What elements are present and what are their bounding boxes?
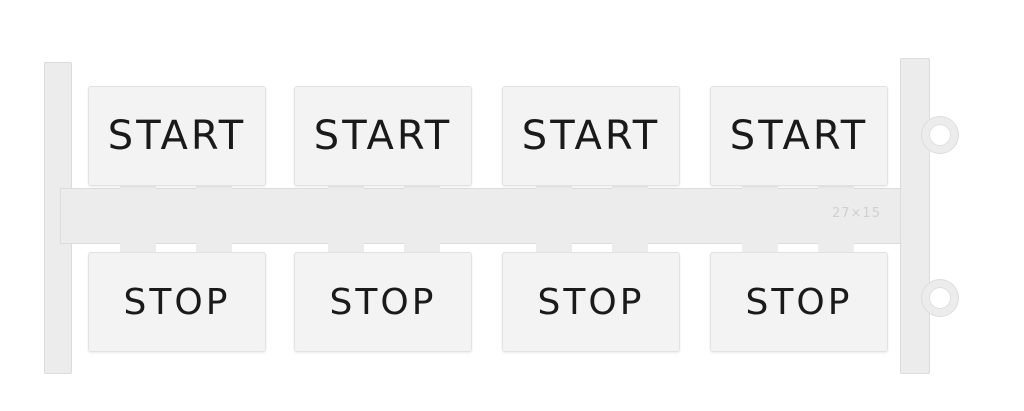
tag-text: START: [313, 113, 453, 159]
stop-label-tag: STOP: [502, 252, 680, 352]
tag-text: START: [729, 113, 869, 159]
connector: [818, 240, 854, 254]
right-rail: [900, 58, 930, 374]
tag-text: STOP: [329, 281, 437, 323]
stop-label-tag: STOP: [710, 252, 888, 352]
connector: [742, 240, 778, 254]
tag-text: STOP: [123, 281, 231, 323]
tag-text: START: [521, 113, 661, 159]
connector: [404, 240, 440, 254]
start-label-tag: START: [88, 86, 266, 186]
stop-label-tag: STOP: [294, 252, 472, 352]
start-label-tag: START: [294, 86, 472, 186]
mold-marking: 27×15: [832, 206, 881, 221]
connector: [612, 240, 648, 254]
connector: [196, 240, 232, 254]
start-label-tag: START: [710, 86, 888, 186]
tag-text: START: [107, 113, 247, 159]
center-bar: [60, 188, 910, 244]
mounting-eyelet-bottom: [922, 280, 958, 316]
mounting-eyelet-top: [922, 117, 958, 153]
tag-text: STOP: [745, 281, 853, 323]
connector: [120, 240, 156, 254]
connector: [536, 240, 572, 254]
stop-label-tag: STOP: [88, 252, 266, 352]
tag-text: STOP: [537, 281, 645, 323]
start-label-tag: START: [502, 86, 680, 186]
connector: [328, 240, 364, 254]
